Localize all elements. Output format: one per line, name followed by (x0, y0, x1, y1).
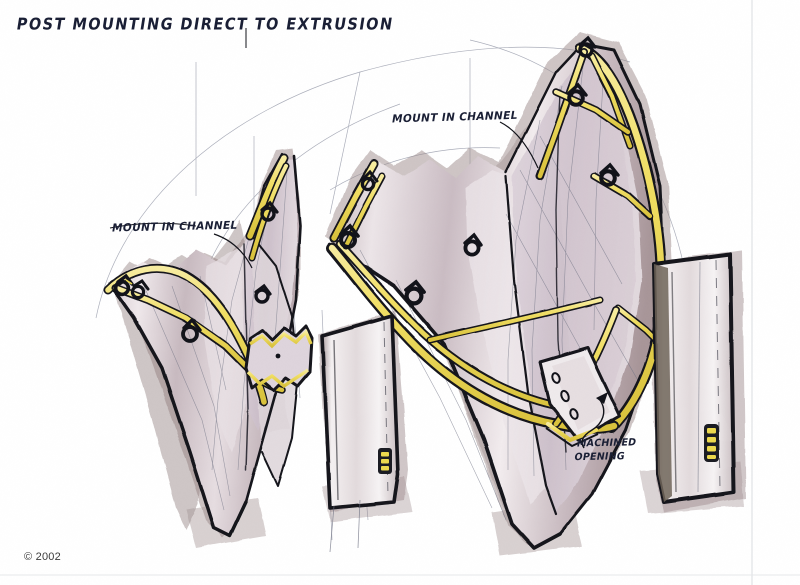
sketch-title: POST MOUNTING DIRECT TO EXTRUSION (15, 16, 395, 34)
right-extrusion-panel (652, 252, 736, 504)
channel-bracket (244, 324, 314, 392)
annotation-machined-opening-line2: OPENING (573, 450, 626, 464)
copyright-notice: © 2002 (24, 551, 61, 563)
annotation-machined-opening-line1: MACHINED (575, 436, 638, 450)
